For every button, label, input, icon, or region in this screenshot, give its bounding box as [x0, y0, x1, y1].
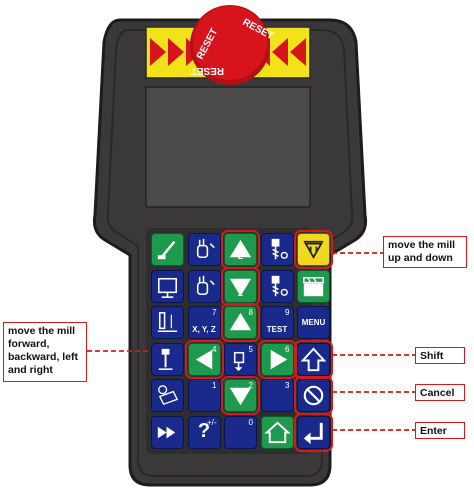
shift-arrow-icon	[300, 346, 327, 371]
hand-icon	[196, 275, 215, 295]
key-label: ?	[197, 419, 211, 442]
key-number: +/-	[206, 417, 217, 427]
key-number: 4	[212, 344, 217, 354]
hand-icon	[196, 238, 215, 259]
key-r4c5[interactable]	[294, 339, 333, 379]
enter-icon	[303, 422, 323, 444]
spindle-icon	[233, 351, 245, 371]
key-r2c5[interactable]	[297, 269, 330, 303]
key-r6c2[interactable]: +/-?	[187, 415, 221, 449]
callout-enter-text: Enter	[420, 425, 447, 437]
key-number: 5	[248, 344, 253, 354]
key-number: 0	[248, 417, 253, 427]
arrow-down-icon	[229, 387, 252, 406]
probe-icon	[157, 312, 178, 332]
key-r4c4[interactable]: 6	[257, 339, 297, 379]
key-number: 7	[212, 308, 217, 317]
drill-icon	[271, 238, 288, 260]
home-icon	[263, 421, 291, 443]
arrow-left-icon	[195, 349, 212, 369]
callout-z-axis: move the mill up and down	[383, 236, 467, 268]
reset-label-bottom: RESET	[191, 65, 224, 76]
callout-cancel: Cancel	[415, 384, 465, 401]
key-r5c3[interactable]: 2	[221, 376, 260, 415]
key-r6c1[interactable]	[151, 415, 184, 449]
key-r1c2[interactable]	[187, 233, 221, 266]
arrow-up-icon	[229, 239, 252, 258]
key-r2c4[interactable]	[260, 269, 294, 303]
key-r1c3[interactable]: Z	[221, 230, 260, 269]
key-r4c2[interactable]: 4	[184, 339, 224, 379]
tool-icon	[157, 240, 176, 260]
reset-button[interactable]: RESET RESET RESET	[190, 5, 275, 85]
key-r5c2[interactable]: 1	[187, 379, 221, 412]
key-label: MENU	[301, 318, 326, 327]
key-r6c4[interactable]	[260, 415, 294, 449]
key-label: Z	[238, 252, 243, 261]
callout-shift-text: Shift	[420, 350, 444, 362]
key-r3c5[interactable]: MENU	[297, 306, 330, 339]
display-screen	[145, 86, 311, 208]
key-r2c2[interactable]	[187, 269, 221, 303]
drill-icon	[271, 275, 288, 296]
key-r6c3[interactable]: 0	[224, 415, 257, 449]
key-r3c1[interactable]	[151, 306, 184, 339]
key-number: 9	[285, 308, 290, 317]
key-r5c5[interactable]	[294, 376, 333, 415]
key-r2c3[interactable]: Z	[221, 266, 260, 306]
key-number: 1	[212, 381, 217, 390]
tool-length-icon	[158, 348, 173, 370]
key-label: TEST	[266, 325, 288, 334]
key-label: X, Y, Z	[192, 325, 216, 334]
cancel-icon	[303, 385, 324, 406]
fast-forward-icon	[157, 426, 176, 438]
callout-xy-axis: move the mill forward, backward, left an…	[3, 322, 87, 382]
key-number: 6	[285, 344, 290, 354]
key-number: 2	[248, 381, 253, 390]
callout-cancel-text: Cancel	[420, 387, 455, 399]
callout-shift: Shift	[415, 347, 465, 364]
pendant-bezel	[106, 29, 354, 477]
key-r1c1[interactable]	[151, 233, 184, 266]
arrow-right-icon	[270, 349, 287, 369]
key-r3c2[interactable]: 7 X, Y, Z	[187, 306, 221, 339]
key-r5c1[interactable]	[151, 379, 184, 412]
arrow-down-icon	[229, 278, 252, 296]
key-r3c3[interactable]: 8	[221, 303, 260, 342]
arrow-up-icon	[229, 312, 252, 331]
key-number: 8	[248, 308, 253, 317]
key-number: 3	[285, 381, 290, 390]
key-r2c1[interactable]	[151, 269, 184, 303]
callout-enter: Enter	[415, 422, 465, 439]
clapperboard-icon	[303, 276, 324, 296]
callout-z-axis-text: move the mill up and down	[388, 239, 456, 264]
callout-xy-axis-text: move the mill forward, backward, left an…	[8, 325, 79, 376]
key-r6c5[interactable]	[294, 412, 333, 452]
key-r1c4[interactable]	[260, 233, 294, 266]
key-r4c3[interactable]: 5	[224, 342, 257, 376]
key-r1c5[interactable]	[294, 230, 333, 269]
feed-override-icon	[303, 240, 324, 260]
workpiece-icon	[158, 385, 179, 406]
key-r4c1[interactable]	[151, 342, 184, 376]
key-r5c4[interactable]: 3	[260, 379, 294, 412]
key-label: Z	[238, 288, 243, 298]
cycle-icon	[158, 277, 177, 298]
